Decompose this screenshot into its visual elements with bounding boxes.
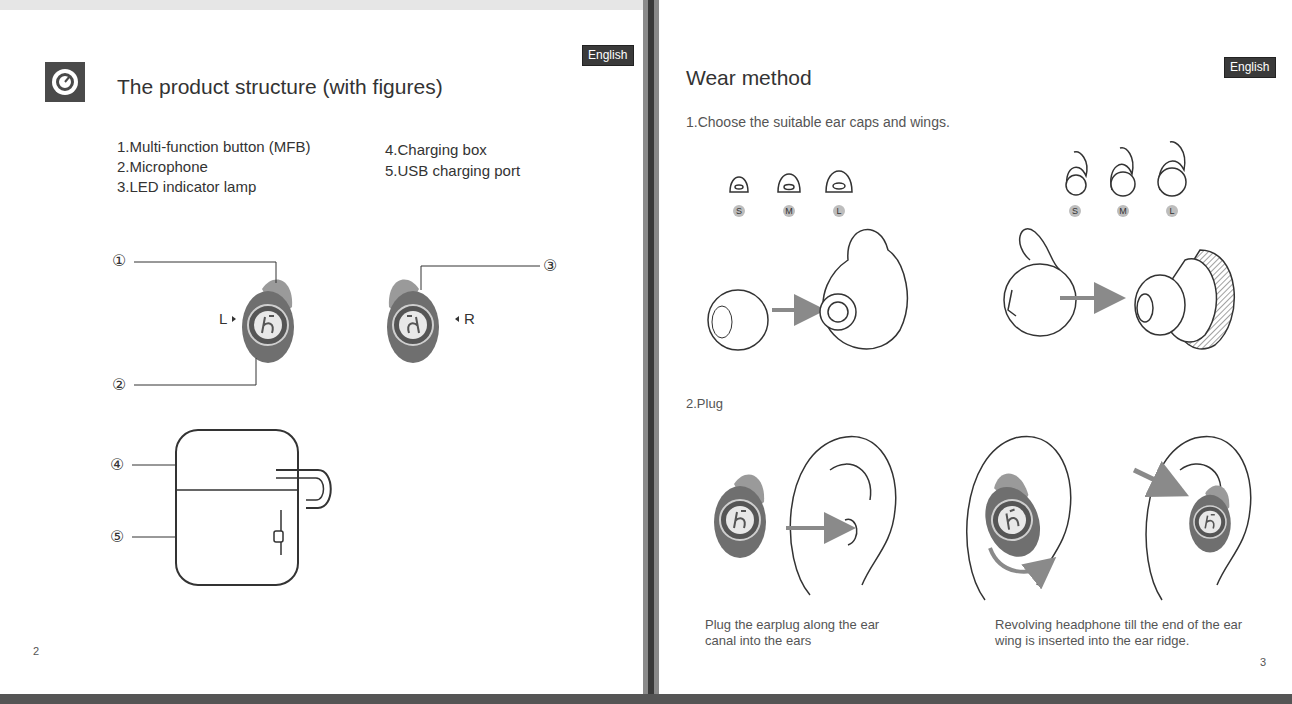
size-mark: L	[1165, 205, 1179, 217]
part-list-item: 5.USB charging port	[385, 162, 520, 181]
step-text: 1.Choose the suitable ear caps and wings…	[686, 114, 950, 132]
step-text: 2.Plug	[686, 396, 723, 412]
size-mark: S	[1068, 205, 1082, 217]
language-tag: English	[582, 45, 634, 66]
section-heading: Wear method	[686, 65, 812, 91]
part-list-item: 1.Multi-function button (MFB)	[117, 138, 310, 157]
section-title: The product structure (with figures)	[117, 74, 443, 100]
callout-number: ③	[543, 256, 557, 276]
callout-number: ①	[112, 251, 126, 271]
part-list-item: 3.LED indicator lamp	[117, 178, 256, 197]
part-list-item: 2.Microphone	[117, 158, 208, 177]
size-mark: M	[782, 205, 796, 217]
callout-number: ⑤	[110, 527, 124, 547]
caption-text: Revolving headphone till the end of the …	[995, 617, 1267, 650]
side-mark: L	[219, 310, 227, 329]
size-mark: L	[832, 205, 846, 217]
callout-number: ②	[112, 375, 126, 395]
tag-text: English	[588, 48, 628, 62]
part-list-item: 4.Charging box	[385, 141, 487, 160]
size-mark: M	[1116, 205, 1130, 217]
page-number: 2	[33, 645, 39, 659]
page-number: 3	[1260, 656, 1266, 670]
size-mark: S	[732, 205, 746, 217]
tag-text: English	[1230, 60, 1270, 74]
side-mark: R	[464, 310, 475, 329]
language-tag: English	[1224, 57, 1276, 78]
caption-text: Plug the earplug along the ear canal int…	[705, 617, 890, 650]
callout-number: ④	[110, 455, 124, 475]
